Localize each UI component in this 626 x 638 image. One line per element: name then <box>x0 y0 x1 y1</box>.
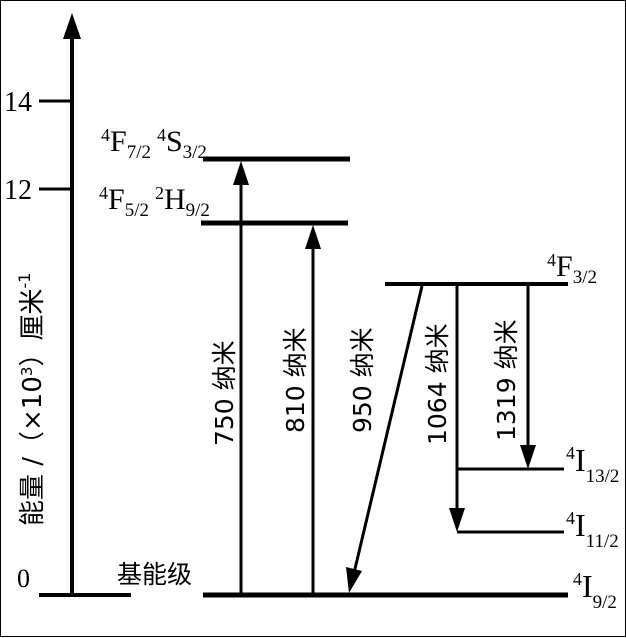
label-4I11_2: 4I11/2 <box>566 507 619 552</box>
label-4I13_2: 4I13/2 <box>566 442 619 487</box>
y-axis-arrowhead-icon <box>63 13 81 39</box>
transition-label-750: 750 纳米 <box>210 340 239 446</box>
transition-810nm: 810 纳米 <box>281 225 321 595</box>
svg-text:能量 /（×103）厘米-1: 能量 /（×103）厘米-1 <box>15 273 48 526</box>
transition-label-810: 810 纳米 <box>281 327 310 433</box>
level-labels: 4F7/24S3/2 4F5/22H9/2 4F3/2 4I13/2 4I11/… <box>99 125 619 613</box>
label-4I9_2: 4I9/2 <box>573 568 617 613</box>
energy-levels <box>201 156 568 598</box>
arrowhead-up-icon <box>233 161 249 185</box>
tick-label-12: 12 <box>4 175 32 206</box>
transition-label-1064: 1064 纳米 <box>423 323 452 445</box>
label-4F3_2: 4F3/2 <box>547 250 597 288</box>
transition-label-950: 950 纳米 <box>348 327 377 433</box>
arrowhead-down-icon <box>449 508 465 532</box>
tick-label-0: 0 <box>17 564 30 593</box>
arrowhead-down-icon <box>346 567 362 593</box>
label-4F7_2-4S3_2: 4F7/24S3/2 <box>101 125 207 163</box>
transition-1319nm: 1319 纳米 <box>492 285 536 469</box>
arrowhead-up-icon <box>305 225 321 249</box>
transition-1064nm: 1064 纳米 <box>423 285 465 532</box>
label-4F5_2-2H9_2: 4F5/22H9/2 <box>99 183 210 221</box>
y-axis-title: 能量 /（×103）厘米-1 <box>15 273 48 526</box>
transition-label-1319: 1319 纳米 <box>492 319 521 441</box>
arrowhead-down-icon <box>520 445 536 469</box>
tick-label-14: 14 <box>4 87 32 118</box>
transition-950nm: 950 纳米 <box>346 285 424 593</box>
ground-level-label: 基能级 <box>117 560 192 589</box>
transitions: 750 纳米 810 纳米 950 纳米 1064 纳米 1319 纳米 <box>210 161 536 595</box>
y-axis: 14 12 0 能量 /（×103）厘米-1 <box>4 13 131 597</box>
transition-750nm: 750 纳米 <box>210 161 249 595</box>
